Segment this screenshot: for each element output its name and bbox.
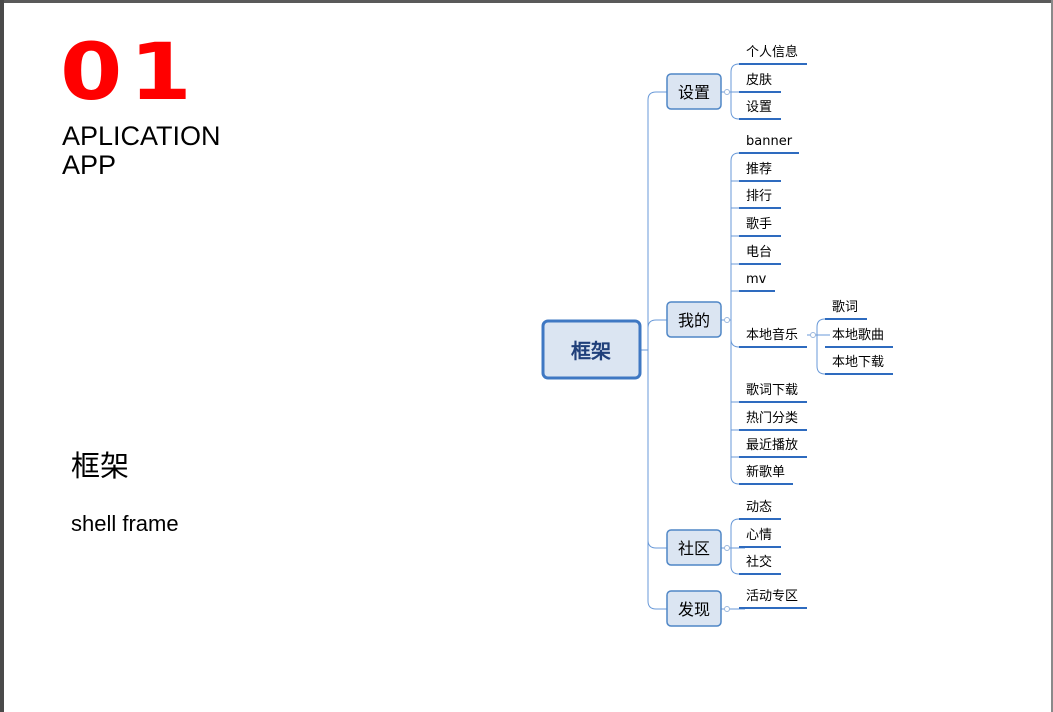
window-top-border xyxy=(0,0,1053,3)
leaf-label: 电台 xyxy=(746,245,772,260)
leaf-node[interactable]: 个人信息 xyxy=(739,44,807,65)
leaf-label: 心情 xyxy=(746,528,772,543)
leaf-node[interactable]: 歌词 xyxy=(825,300,867,320)
leaf-label: 歌手 xyxy=(746,217,772,232)
leaf-label: banner xyxy=(746,134,793,149)
leaf-node[interactable]: 歌词下载 xyxy=(739,383,807,403)
leaf-label: 排行 xyxy=(746,189,772,204)
mindmap-root-node[interactable]: 框架 xyxy=(541,319,642,380)
leaf-node[interactable]: 热门分类 xyxy=(739,411,807,431)
leaf-label: 新歌单 xyxy=(746,464,785,480)
leaf-node[interactable]: 皮肤 xyxy=(739,73,781,93)
branch-label: 发现 xyxy=(678,600,710,619)
collapse-dot[interactable] xyxy=(724,317,730,323)
section-title-en: shell frame xyxy=(71,511,179,536)
leaf-node[interactable]: 心情 xyxy=(739,528,781,548)
connectors xyxy=(640,63,830,612)
collapse-dot[interactable] xyxy=(810,332,816,338)
collapse-dot[interactable] xyxy=(724,89,730,95)
section-title-cn: 框架 xyxy=(71,449,130,483)
leaf-label: 设置 xyxy=(746,100,772,115)
branch-label: 设置 xyxy=(678,83,710,102)
subtitle-line-2: APP xyxy=(62,150,117,180)
branch-node-mine[interactable]: 我的 xyxy=(666,301,722,338)
leaf-label: 本地音乐 xyxy=(746,327,798,343)
branch-node-discover[interactable]: 发现 xyxy=(666,590,722,627)
section-number: 01 xyxy=(60,28,199,118)
leaf-label: 动态 xyxy=(746,500,772,515)
leaf-label: 歌词下载 xyxy=(746,383,798,398)
window-right-border xyxy=(1051,0,1053,712)
leaf-label: 皮肤 xyxy=(746,73,772,88)
leaf-label: 热门分类 xyxy=(746,411,798,426)
branch-label: 社区 xyxy=(678,539,710,558)
leaf-label: mv xyxy=(746,272,767,287)
leaf-node[interactable]: 最近播放 xyxy=(739,438,807,458)
leaf-node[interactable]: 推荐 xyxy=(739,162,781,182)
collapse-dot[interactable] xyxy=(724,545,730,551)
subtitle-line-1: APLICATION xyxy=(62,121,221,151)
leaf-node[interactable]: 电台 xyxy=(739,245,781,265)
app-subtitle: APLICATION APP xyxy=(62,122,221,180)
leaf-label: 歌词 xyxy=(832,300,858,315)
leaf-node[interactable]: 新歌单 xyxy=(739,464,793,485)
branch-node-settings[interactable]: 设置 xyxy=(666,73,722,110)
leaf-node[interactable]: banner xyxy=(739,134,799,154)
leaf-node[interactable]: 动态 xyxy=(739,500,781,520)
leaf-label: 最近播放 xyxy=(746,438,798,453)
leaf-label: 本地歌曲 xyxy=(832,328,884,343)
leaf-node[interactable]: 本地下载 xyxy=(825,355,893,375)
root-label: 框架 xyxy=(571,339,611,363)
leaf-label: 活动专区 xyxy=(746,589,798,604)
leaf-label: 个人信息 xyxy=(746,44,798,60)
branch-label: 我的 xyxy=(678,311,710,330)
leaf-label: 社交 xyxy=(746,554,772,570)
leaf-node[interactable]: 歌手 xyxy=(739,217,781,237)
leaf-node[interactable]: 排行 xyxy=(739,189,781,209)
leaf-node[interactable]: 本地歌曲 xyxy=(825,328,893,348)
branch-node-community[interactable]: 社区 xyxy=(666,529,722,566)
leaf-node[interactable]: 设置 xyxy=(739,100,781,120)
leaf-label: 本地下载 xyxy=(832,355,884,370)
collapse-dot[interactable] xyxy=(724,606,730,612)
leaf-label: 推荐 xyxy=(746,162,772,177)
window-left-border xyxy=(0,0,4,712)
leaf-node[interactable]: 社交 xyxy=(739,554,781,575)
connector-root xyxy=(640,91,667,610)
leaf-node[interactable]: 活动专区 xyxy=(739,589,807,609)
leaf-node[interactable]: 本地音乐 xyxy=(739,327,807,348)
leaf-node[interactable]: mv xyxy=(739,272,775,292)
